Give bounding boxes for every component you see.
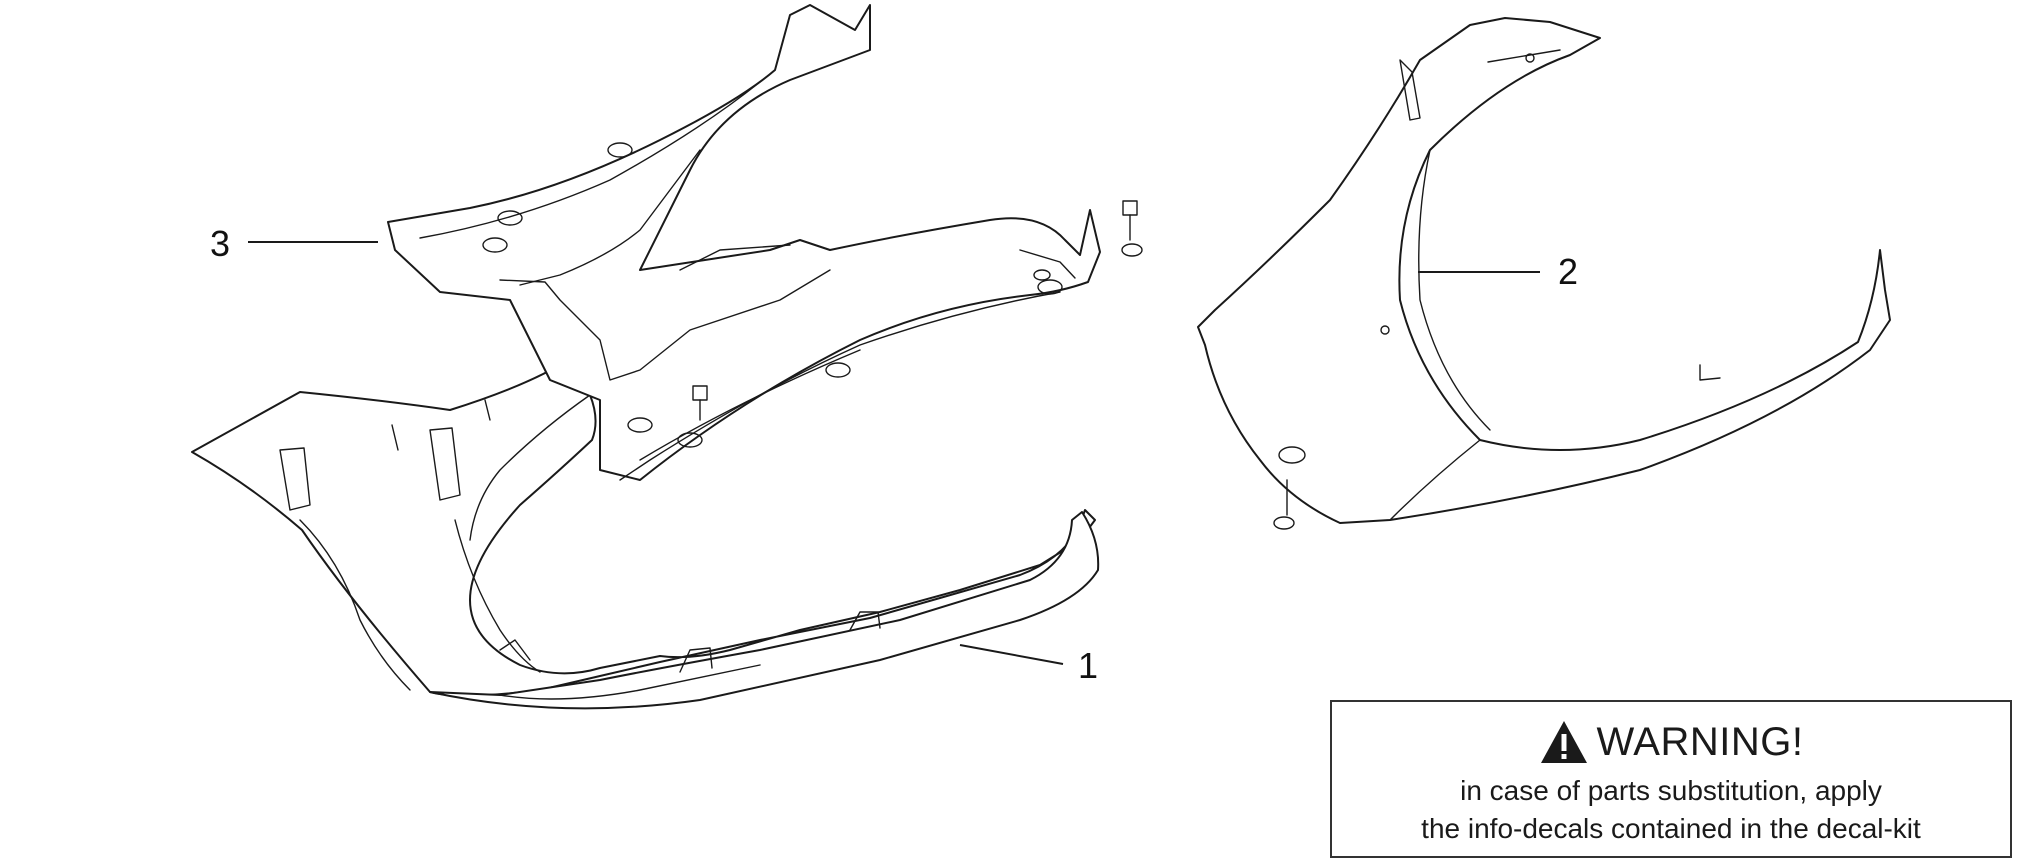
leader-line-1 <box>959 644 1064 665</box>
warning-notice: WARNING! in case of parts substitution, … <box>1330 700 2012 858</box>
part-2-front-lower-cover <box>1197 17 1891 524</box>
screw-2 <box>692 385 708 421</box>
warning-line-2: the info-decals contained in the decal-k… <box>1421 813 1921 844</box>
warning-title-row: WARNING! <box>1332 712 2010 772</box>
warning-triangle-icon <box>1540 721 1587 763</box>
callout-label-2: 2 <box>1558 251 1578 292</box>
warning-line-1: in case of parts substitution, apply <box>1460 775 1882 806</box>
part-3-footboard-frame <box>387 4 1101 481</box>
callout-label-3: 3 <box>210 223 230 264</box>
callout-label-1: 1 <box>1078 645 1098 686</box>
warning-title: WARNING! <box>1596 719 1804 764</box>
part-1-lower-skirt <box>191 364 1100 710</box>
screw-3 <box>1273 479 1295 530</box>
screw-1 <box>1121 200 1143 257</box>
